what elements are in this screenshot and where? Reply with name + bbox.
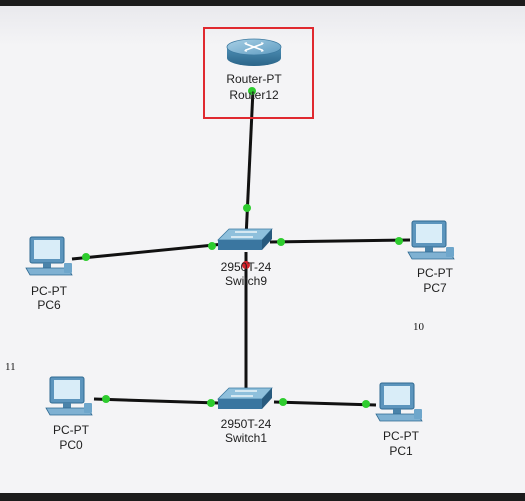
link-pc0-switch1[interactable] — [93, 397, 219, 405]
pc7-name-label: PC7 — [423, 281, 447, 295]
pc6-name-label: PC6 — [37, 298, 61, 312]
switch-icon — [217, 228, 273, 250]
switch1-name-label: Switch1 — [224, 431, 268, 445]
pc1-name-label: PC1 — [389, 444, 413, 458]
router-icon — [226, 38, 282, 66]
pc-icon — [407, 220, 455, 260]
pc7-device[interactable] — [406, 219, 456, 263]
link-light — [208, 242, 216, 250]
pc-icon — [45, 376, 93, 416]
pc0-name-label: PC0 — [59, 438, 83, 452]
pc6-model-label: PC-PT — [31, 284, 67, 298]
link-light — [279, 398, 287, 406]
link-light — [395, 237, 403, 245]
switch9-name-label: Switch9 — [224, 274, 268, 288]
link-light — [362, 400, 370, 408]
pc7-model-label: PC-PT — [417, 266, 453, 280]
link-light — [102, 395, 110, 403]
link-light — [248, 87, 256, 95]
pc1-model-label: PC-PT — [383, 429, 419, 443]
link-switch1-pc1[interactable] — [273, 400, 377, 407]
link-light — [82, 253, 90, 261]
switch9-device[interactable] — [215, 226, 275, 254]
link-pc6-switch9[interactable] — [71, 242, 225, 261]
switch-icon — [217, 387, 273, 409]
router12-highlight-box — [203, 27, 314, 119]
pc6-device[interactable] — [24, 235, 74, 279]
switch1-device[interactable] — [215, 385, 275, 413]
pc0-model-label: PC-PT — [53, 423, 89, 437]
link-switch9-pc7[interactable] — [269, 238, 411, 244]
router12-device[interactable] — [224, 36, 284, 68]
link-light — [207, 399, 215, 407]
pc-icon — [375, 382, 423, 422]
switch9-model-label: 2950T-24 — [220, 260, 272, 274]
pc0-device[interactable] — [44, 375, 94, 419]
note-11[interactable]: 11 — [5, 361, 16, 373]
link-light-down — [242, 261, 250, 269]
link-router12-switch9[interactable] — [244, 89, 255, 239]
link-light — [243, 204, 251, 212]
bottom-edge — [0, 493, 525, 501]
note-10[interactable]: 10 — [413, 321, 424, 333]
pc1-device[interactable] — [374, 381, 424, 425]
router12-model-label: Router-PT — [226, 72, 282, 86]
link-light — [277, 238, 285, 246]
switch1-model-label: 2950T-24 — [220, 417, 272, 431]
router12-name-label: Router12 — [229, 88, 279, 102]
pc-icon — [25, 236, 73, 276]
